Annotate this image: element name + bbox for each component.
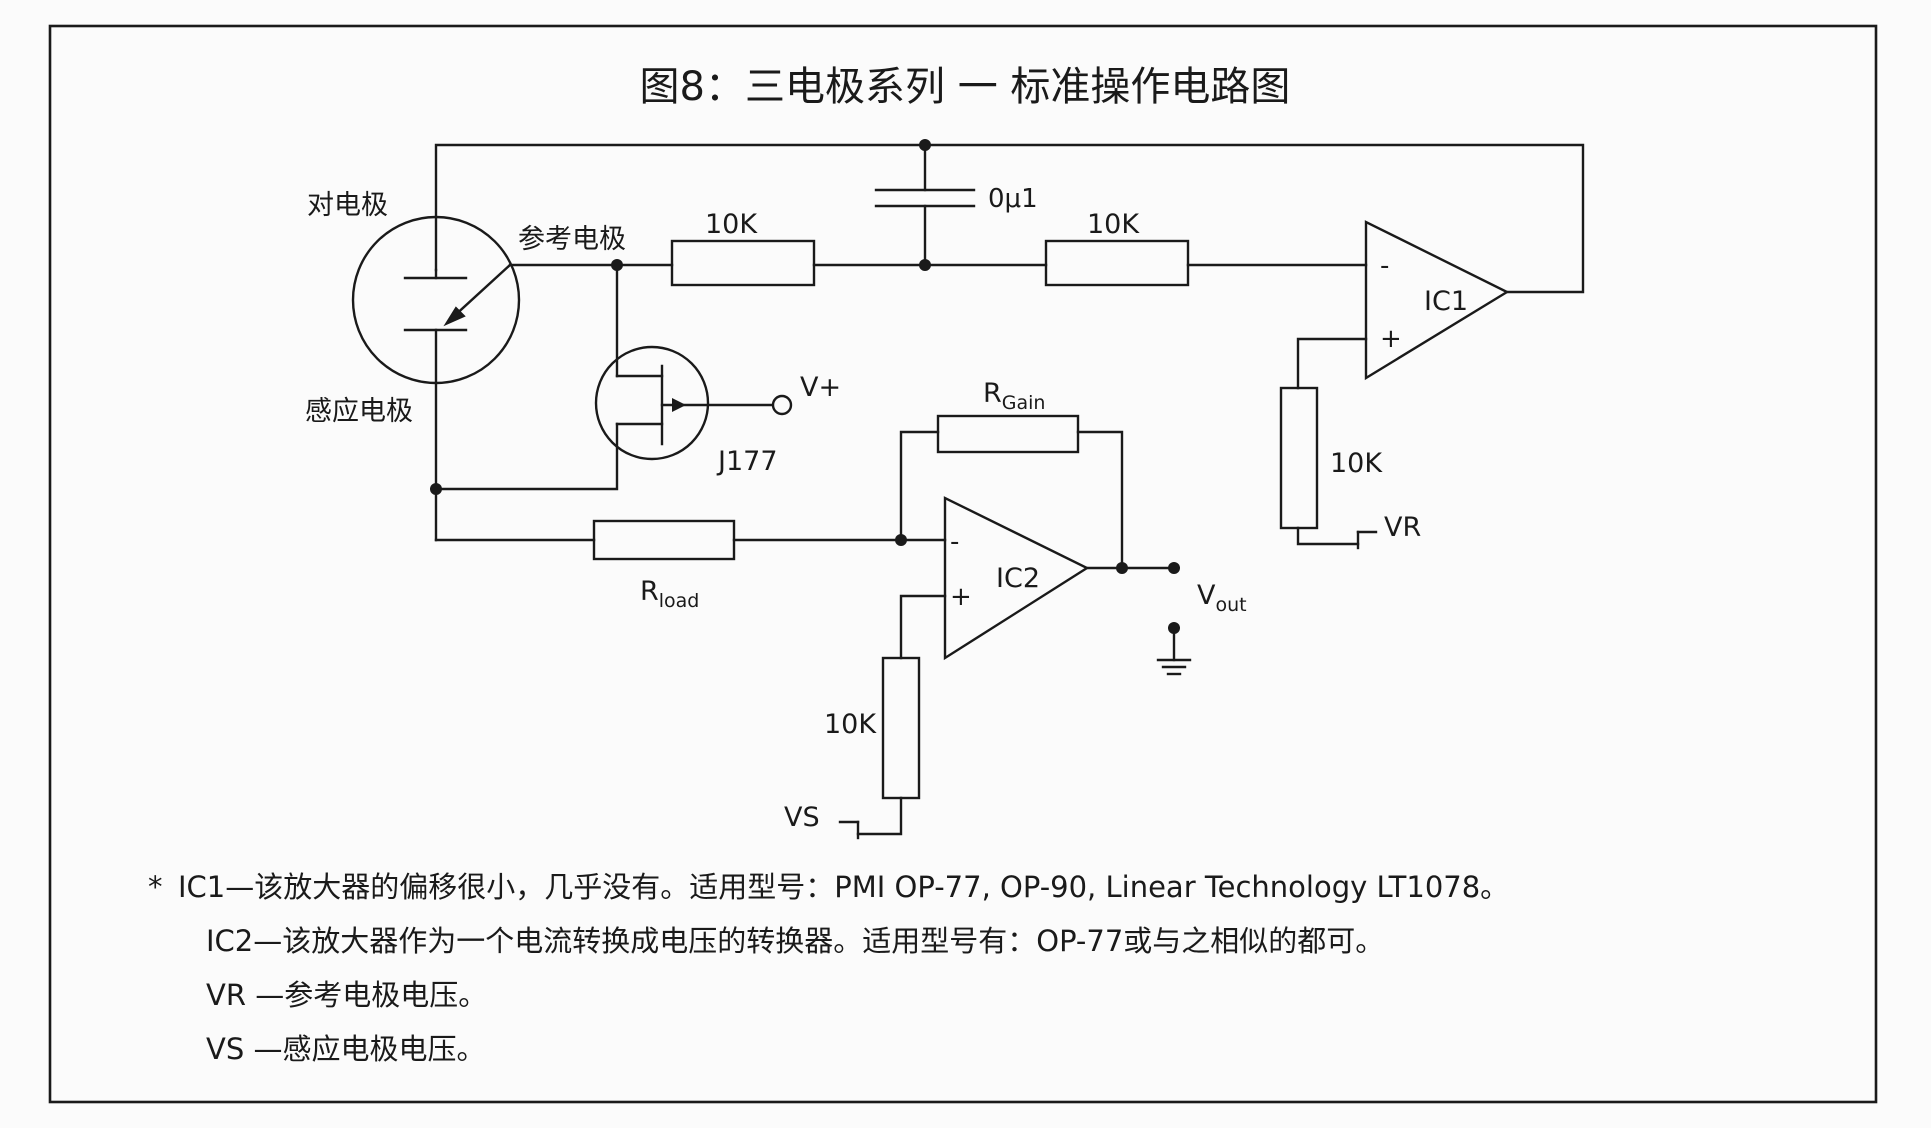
resistor-gain — [936, 414, 1080, 454]
counter-electrode-label: 对电极 — [307, 190, 388, 221]
sensing-electrode-label: 感应电极 — [305, 396, 413, 427]
figure-title: 图8：三电极系列 一 标准操作电路图 — [640, 64, 1291, 110]
ic1-plus-label: + — [1380, 324, 1402, 354]
resistor-gain-label: RGain — [983, 378, 1045, 414]
vplus-terminal — [771, 394, 793, 416]
resistor-r1 — [670, 239, 816, 287]
resistor-load-label: Rload — [640, 576, 699, 612]
note-text-ic1: IC1—该放大器的偏移很小，几乎没有。适用型号：PMI OP-77, OP-90… — [178, 870, 1510, 904]
jfet-j177 — [594, 345, 710, 461]
ic2-label: IC2 — [996, 563, 1040, 594]
resistor-ic2-plus — [881, 656, 921, 800]
resistor-ic1-plus-value: 10K — [1330, 448, 1383, 479]
figure-frame — [48, 24, 1878, 1104]
resistor-r2-value: 10K — [1087, 209, 1140, 240]
ic1-label: IC1 — [1424, 286, 1468, 317]
resistor-ic1-plus — [1279, 386, 1319, 530]
resistor-r2 — [1044, 239, 1190, 287]
reference-electrode-label: 参考电极 — [518, 224, 626, 255]
note-text-vr: VR —参考电极电压。 — [206, 978, 488, 1012]
vs-label: VS — [784, 802, 820, 833]
ic2-plus-label: + — [950, 582, 972, 612]
capacitor-value: 0μ1 — [988, 184, 1038, 214]
vout-label: Vout — [1197, 580, 1247, 616]
jfet-label: J177 — [716, 446, 778, 477]
note-line-ic2: IC2—该放大器作为一个电流转换成电压的转换器。适用型号有：OP-77或与之相似… — [178, 914, 1738, 968]
vr-terminal — [1356, 530, 1378, 550]
resistor-r1-value: 10K — [705, 209, 758, 240]
electrochemical-sensor — [351, 215, 521, 385]
vs-terminal — [838, 820, 860, 840]
note-line-vs: VS —感应电极电压。 — [178, 1022, 1738, 1076]
note-line-ic1: * IC1—该放大器的偏移很小，几乎没有。适用型号：PMI OP-77, OP-… — [148, 860, 1738, 914]
vr-label: VR — [1384, 512, 1421, 543]
resistor-ic2-plus-value: 10K — [824, 709, 877, 740]
note-text-ic2: IC2—该放大器作为一个电流转换成电压的转换器。适用型号有：OP-77或与之相似… — [206, 924, 1385, 958]
vplus-label: V+ — [800, 372, 841, 403]
ground-icon — [1156, 658, 1192, 676]
note-line-vr: VR —参考电极电压。 — [178, 968, 1738, 1022]
capacitor — [874, 188, 976, 208]
opamp-ic2 — [943, 496, 1090, 661]
notes-section: * IC1—该放大器的偏移很小，几乎没有。适用型号：PMI OP-77, OP-… — [148, 860, 1738, 1076]
ic2-minus-label: - — [950, 527, 959, 557]
junction-dots — [430, 139, 1180, 634]
opamp-ic1 — [1364, 220, 1510, 381]
ic1-minus-label: - — [1380, 251, 1389, 281]
note-text-vs: VS —感应电极电压。 — [206, 1032, 486, 1066]
note-asterisk: * — [148, 870, 163, 904]
resistor-load — [592, 519, 736, 561]
